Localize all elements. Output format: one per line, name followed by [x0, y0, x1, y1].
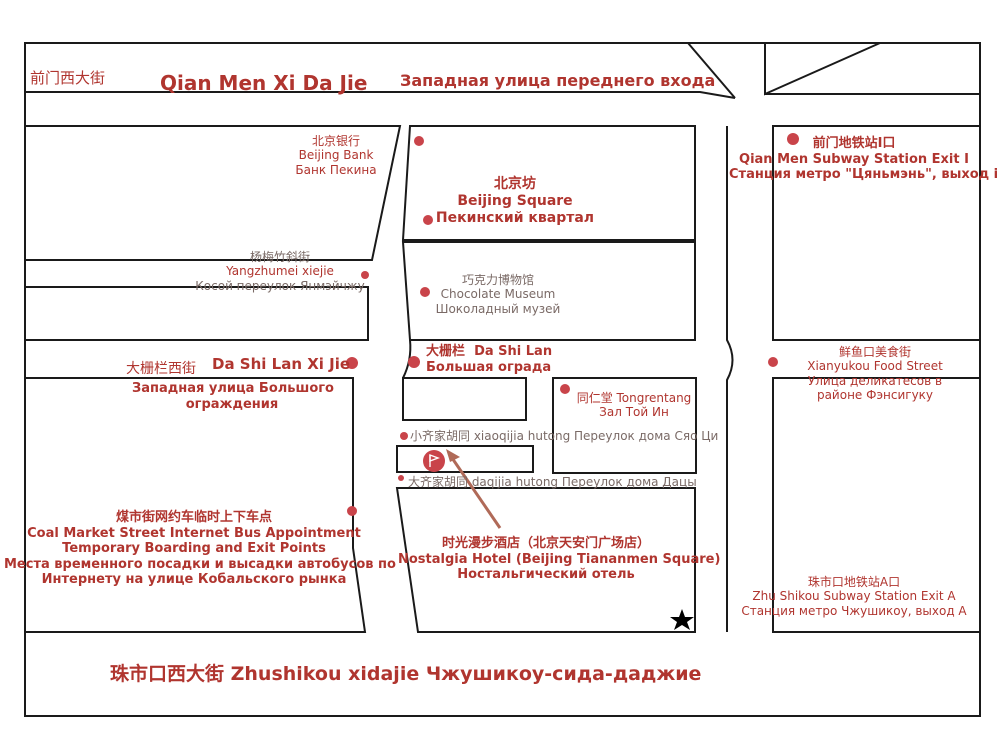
block [772, 125, 981, 341]
street-edge [687, 42, 736, 99]
marker-beijing-bank[interactable] [414, 136, 424, 146]
block [395, 487, 696, 633]
marker-tongrentang[interactable] [560, 384, 570, 394]
street-dashilan-xijie-zh: 大栅栏西街 [126, 361, 196, 377]
street-dashilan-xijie-ru: Западная улица Большого ограждения [132, 381, 334, 412]
star-icon [670, 609, 694, 630]
marker-daqijia[interactable] [398, 475, 404, 481]
label-zhushikou-exit: 珠市口地铁站A口 Zhu Shikou Subway Station Exit … [741, 575, 967, 618]
street-qianmen-en: Qian Men Xi Da Jie [160, 71, 368, 95]
marker-xianyukou[interactable] [768, 357, 778, 367]
label-beijing-square: 北京坊 Beijing Square Пекинский квартал [435, 176, 595, 226]
block [552, 377, 697, 474]
street-edge [726, 126, 734, 632]
street-edge [25, 91, 736, 99]
marker-yangzhumei[interactable] [361, 271, 369, 279]
label-daqijia: 大齐家胡同 daqijia hutong Переулок дома Дацы [408, 475, 697, 489]
marker-dashilan-xijie[interactable] [346, 357, 358, 369]
flag-icon [429, 453, 440, 467]
marker-xiaoqijia[interactable] [400, 432, 408, 440]
marker-dashilan[interactable] [408, 356, 420, 368]
block [402, 377, 527, 421]
label-xianyukou: 鲜鱼口美食街 Xianyukou Food Street Улица делик… [807, 345, 943, 403]
label-hotel: 时光漫步酒店（北京天安门广场店） Nostalgia Hotel (Beijin… [398, 536, 721, 583]
label-dashilan: 大栅栏 Da Shi Lan Большая ограда [426, 344, 553, 375]
label-yangzhumei: 杨梅竹斜街 Yangzhumei xiejie Косой переулок Я… [195, 250, 365, 293]
marker-beijing-square[interactable] [423, 215, 433, 225]
block [24, 125, 402, 261]
label-beijing-bank: 北京银行 Beijing Bank Банк Пекина [295, 134, 377, 177]
label-qianmen-exit: 前门地铁站I口 Qian Men Subway Station Exit I С… [729, 136, 999, 183]
street-dashilan-xijie-en: Da Shi Lan Xi Jie [212, 355, 351, 373]
hotel-marker[interactable] [423, 450, 445, 472]
street-qianmen-ru: Западная улица переднего входа [400, 71, 716, 90]
block [24, 377, 367, 633]
street-zhushikou: 珠市口西大街 Zhushikou xidajie Чжушикоу-сида-д… [110, 663, 702, 685]
block [772, 377, 981, 633]
street-edge [764, 42, 881, 96]
label-tongrentang: 同仁堂 Tongrentang Зал Той Ин [576, 391, 692, 420]
block [401, 241, 696, 341]
block [401, 125, 696, 241]
block [24, 286, 369, 341]
label-chocolate-museum: 巧克力博物馆 Chocolate Museum Шоколадный музей [435, 273, 561, 316]
marker-qianmen-exit[interactable] [787, 133, 799, 145]
block [396, 445, 534, 473]
label-xiaoqijia: 小齐家胡同 xiaoqijia hutong Переулок дома Сяо… [410, 429, 719, 443]
marker-bus-point[interactable] [347, 506, 357, 516]
label-bus-point: 煤市街网约车临时上下车点 Coal Market Street Internet… [4, 510, 396, 588]
hotel-arrow [446, 449, 502, 529]
marker-chocolate-museum[interactable] [420, 287, 430, 297]
street-qianmen-zh: 前门西大街 [30, 69, 106, 87]
